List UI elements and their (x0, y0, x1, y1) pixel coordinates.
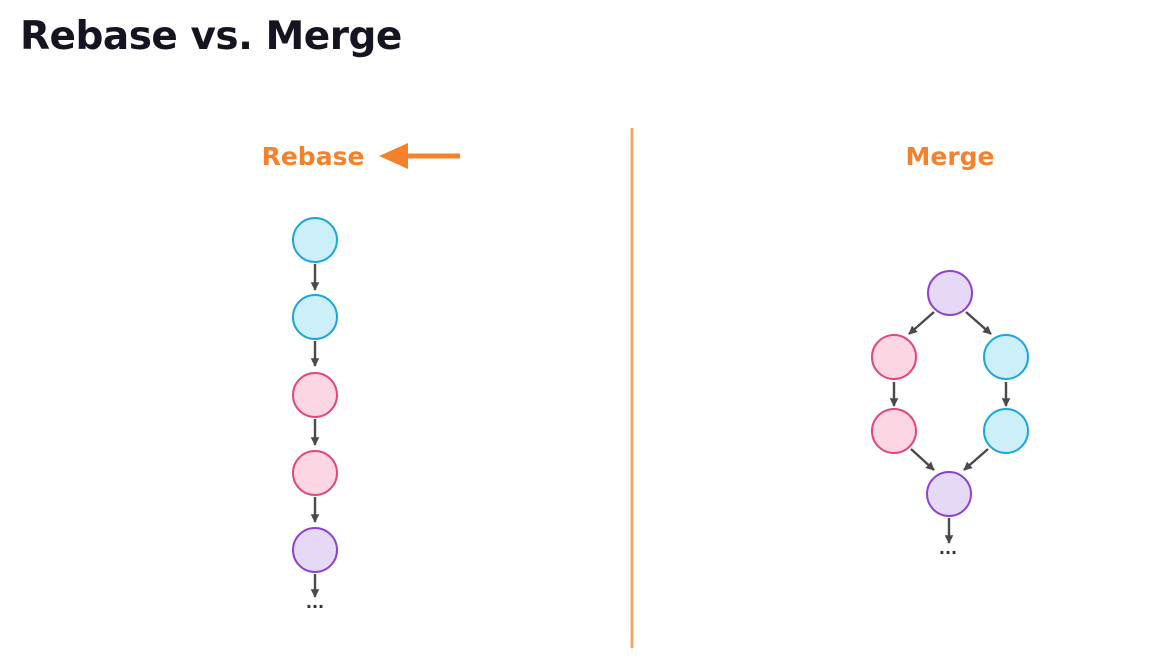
rebase-commit (292, 372, 338, 418)
merge-edge (965, 311, 992, 335)
merge-commit (983, 334, 1029, 380)
rebase-column: Rebase ... (262, 142, 460, 612)
merge-commit (871, 334, 917, 380)
left-arrow-icon (379, 143, 460, 169)
rebase-commit (292, 217, 338, 263)
page-title: Rebase vs. Merge (20, 14, 402, 59)
merge-commit (983, 408, 1029, 454)
merge-commit (927, 270, 973, 316)
merge-edge (910, 448, 935, 471)
merge-column: Merge ... (871, 142, 1029, 558)
merge-edge (908, 311, 935, 335)
rebase-commit (292, 527, 338, 573)
merge-commit (926, 471, 972, 517)
rebase-commit (292, 450, 338, 496)
merge-edge (963, 448, 989, 471)
rebase-commit (292, 294, 338, 340)
merge-commit (871, 408, 917, 454)
merge-heading: Merge (905, 142, 994, 171)
rebase-heading: Rebase (262, 142, 365, 171)
rebase-ellipsis: ... (306, 593, 324, 612)
merge-ellipsis: ... (939, 539, 957, 558)
